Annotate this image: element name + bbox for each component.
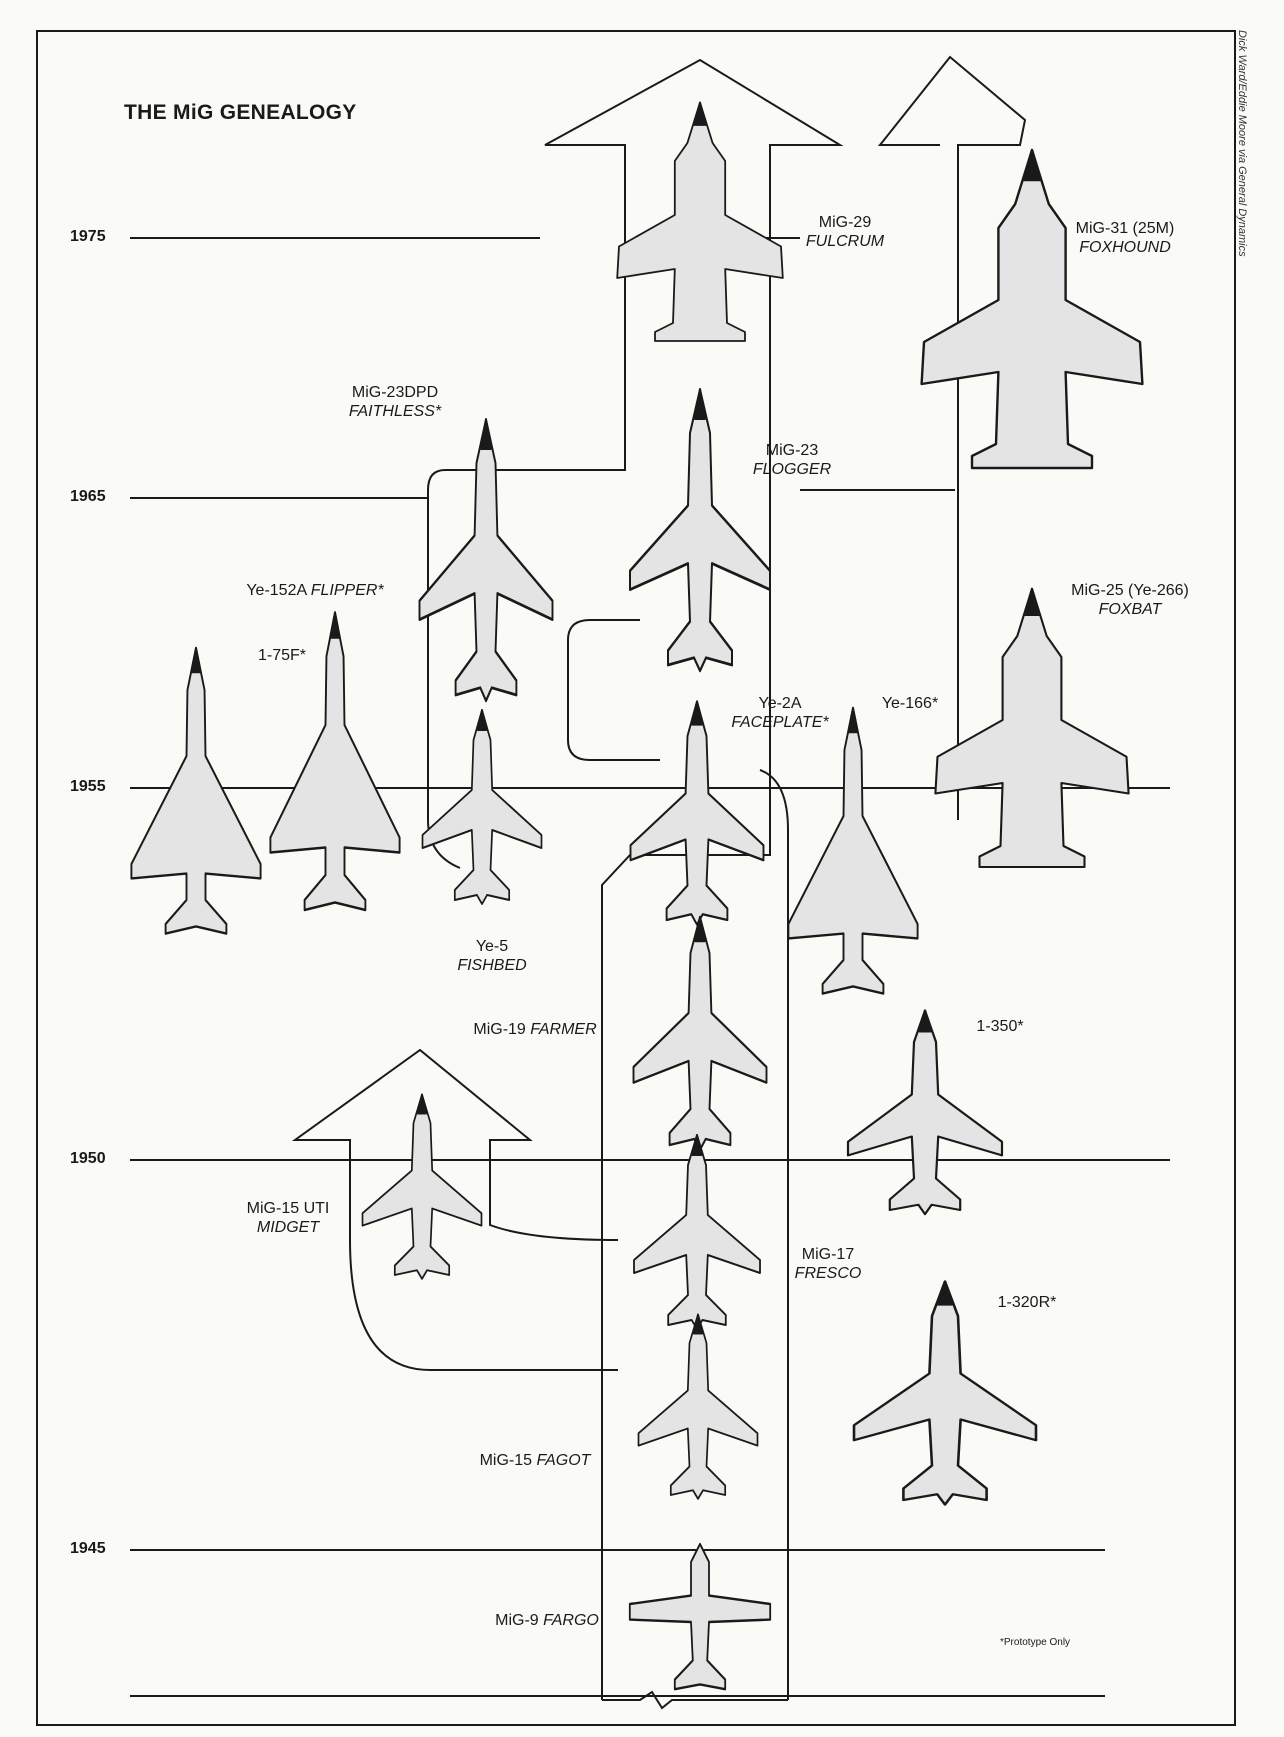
aircraft-i75f-icon bbox=[130, 646, 262, 935]
aircraft-mig31-icon bbox=[920, 148, 1144, 470]
aircraft-mig17-icon bbox=[633, 1134, 761, 1330]
aircraft-ye166-icon bbox=[787, 706, 919, 995]
aircraft-ye5-icon bbox=[421, 709, 543, 905]
year-label-1965: 1965 bbox=[70, 488, 106, 505]
aircraft-mig23-icon bbox=[628, 388, 772, 673]
aircraft-mig23dpd-icon bbox=[418, 418, 554, 703]
year-label-1945: 1945 bbox=[70, 1540, 106, 1557]
label-ye166: Ye-166* bbox=[881, 695, 939, 712]
year-label-1955: 1955 bbox=[70, 778, 106, 795]
aircraft-mig15-icon bbox=[637, 1313, 759, 1500]
arrow-midget-branch bbox=[291, 1048, 619, 1241]
aircraft-mig15uti-icon bbox=[361, 1093, 483, 1280]
label-i320r: 1-320R* bbox=[997, 1294, 1057, 1311]
label-mig31: MiG-31 (25M)FOXHOUND bbox=[1075, 220, 1175, 256]
aircraft-i350-icon bbox=[846, 1009, 1004, 1216]
diagram-title: THE MiG GENEALOGY bbox=[124, 101, 357, 124]
aircraft-mig9-icon bbox=[628, 1542, 772, 1691]
aircraft-i320r-icon bbox=[852, 1280, 1038, 1506]
label-i350: 1-350* bbox=[976, 1018, 1024, 1035]
aircraft-mig19-icon bbox=[632, 915, 768, 1152]
year-label-1950: 1950 bbox=[70, 1150, 106, 1167]
year-label-1975: 1975 bbox=[70, 228, 106, 245]
label-mig25: MiG-25 (Ye-266)FOXBAT bbox=[1071, 582, 1189, 618]
aircraft-mig29-icon bbox=[616, 101, 784, 342]
label-i75f: 1-75F* bbox=[257, 647, 307, 664]
label-mig15: MiG-15 FAGOT bbox=[479, 1452, 591, 1469]
photo-credit: Dick Ward/Eddie Moore via General Dynami… bbox=[1236, 30, 1248, 257]
aircraft-mig25-icon bbox=[934, 587, 1130, 869]
label-ye152a: Ye-152A FLIPPER* bbox=[246, 582, 384, 599]
label-mig9: MiG-9 FARGO bbox=[495, 1612, 599, 1629]
diagram-frame bbox=[36, 30, 1236, 1726]
label-mig19: MiG-19 FARMER bbox=[473, 1021, 597, 1038]
aircraft-ye2a-icon bbox=[629, 700, 765, 926]
prototype-footnote: *Prototype Only bbox=[1000, 1637, 1071, 1648]
